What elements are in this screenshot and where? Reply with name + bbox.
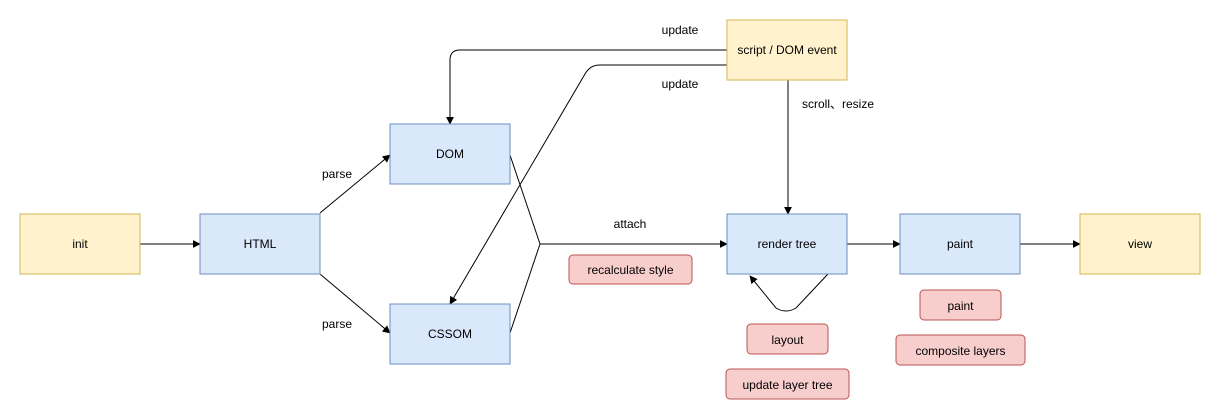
note-composite-layers: composite layers — [895, 334, 1026, 366]
edge-layout-loop — [749, 273, 829, 312]
node-cssom: CSSOM — [389, 303, 511, 365]
node-paint-label: paint — [947, 237, 974, 251]
note-composite-layers-label: composite layers — [915, 344, 1005, 358]
edge-script-to-cssom — [449, 64, 727, 305]
node-cssom-label: CSSOM — [428, 327, 472, 341]
edge-html-to-cssom — [319, 273, 391, 334]
edge-dom-to-merge — [509, 154, 541, 245]
node-init-label: init — [72, 237, 88, 251]
note-update-layer-tree: update layer tree — [725, 368, 850, 400]
edge-script-to-dom — [446, 49, 727, 125]
note-paint-label: paint — [947, 299, 974, 313]
node-dom-label: DOM — [436, 147, 464, 161]
note-layout: layout — [746, 323, 829, 355]
label-parse-dom: parse — [322, 167, 352, 181]
node-dom: DOM — [389, 123, 511, 185]
note-paint: paint — [919, 289, 1002, 321]
label-attach: attach — [614, 217, 647, 231]
edge-labels: update update scroll、resize parse parse … — [322, 23, 874, 331]
edges — [140, 49, 1081, 334]
node-script-event: script / DOM event — [726, 19, 848, 81]
label-update-dom: update — [662, 23, 699, 37]
label-update-cssom: update — [662, 77, 699, 91]
label-parse-cssom: parse — [322, 317, 352, 331]
node-init: init — [19, 213, 141, 275]
note-layout-label: layout — [771, 333, 804, 347]
edge-html-to-dom — [319, 154, 391, 214]
note-update-layer-tree-label: update layer tree — [742, 378, 832, 392]
node-render-tree: render tree — [726, 213, 848, 275]
node-script-event-label: script / DOM event — [737, 43, 837, 57]
node-view: view — [1079, 213, 1201, 275]
node-view-label: view — [1128, 237, 1152, 251]
node-paint: paint — [899, 213, 1021, 275]
label-scroll-resize: scroll、resize — [802, 97, 874, 111]
edge-cssom-to-merge — [509, 243, 541, 334]
node-render-tree-label: render tree — [758, 237, 817, 251]
node-html: HTML — [199, 213, 321, 275]
note-recalculate-style: recalculate style — [568, 254, 693, 285]
node-html-label: HTML — [244, 237, 277, 251]
note-recalculate-style-label: recalculate style — [587, 263, 673, 277]
